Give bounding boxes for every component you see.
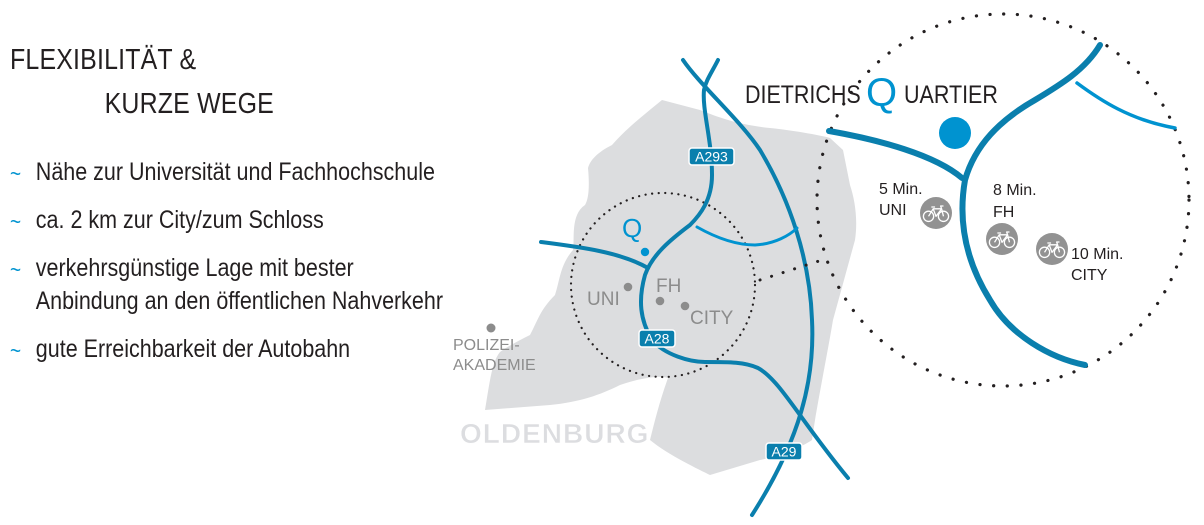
uni-dot — [623, 282, 633, 292]
title-line-1: FLEXIBILITÄT & — [10, 44, 197, 76]
shield-a293: A293 — [688, 147, 735, 166]
bicycle-icon — [986, 223, 1018, 255]
svg-text:A29: A29 — [772, 444, 797, 460]
city-dot — [680, 301, 690, 311]
local-radius-circle — [569, 191, 757, 379]
detail-radius-circle — [815, 12, 1191, 388]
police-dot — [486, 323, 496, 333]
svg-text:A28: A28 — [645, 331, 670, 347]
city-name-label: OLDENBURG — [460, 418, 649, 449]
dietrichsquartier-location-dot — [939, 117, 971, 149]
list-item-text: gute Erreichbarkeit der Autobahn — [35, 335, 351, 363]
tilde-bullet-icon: ~ — [10, 209, 22, 234]
list-item-text: verkehrsgünstige Lage mit bester — [35, 254, 354, 282]
road-a293 — [639, 58, 850, 480]
fh-dot — [655, 296, 665, 306]
city-place: CITY — [1071, 267, 1108, 284]
city-label: CITY — [690, 308, 734, 329]
uni-label: UNI — [587, 289, 620, 310]
location-pin — [640, 247, 650, 257]
city-area — [485, 100, 857, 475]
brand-prefix: DIETRICHS — [745, 80, 861, 108]
police-label-1: POLIZEI- — [453, 337, 520, 354]
title-line-2: KURZE WEGE — [104, 88, 274, 120]
tilde-bullet-icon: ~ — [10, 338, 22, 363]
list-item-text: Nähe zur Universität und Fachhochschule — [35, 158, 435, 186]
shield-a28: A28 — [638, 329, 676, 348]
list-item: ~ Nähe zur Universität und Fachhochschul… — [10, 156, 443, 189]
uni-time: 5 Min. — [879, 181, 923, 198]
road-east-branch — [695, 225, 799, 247]
zoom-connector-line — [758, 258, 824, 282]
list-item: ~ ca. 2 km zur City/zum Schloss — [10, 204, 443, 237]
road-west — [539, 240, 650, 270]
bicycle-icon — [1036, 233, 1068, 265]
brand-q: Q — [866, 71, 897, 115]
road-a29 — [681, 58, 815, 517]
roads — [539, 58, 850, 517]
shield-a29: A29 — [765, 442, 803, 461]
brand-suffix: UARTIER — [904, 80, 998, 108]
detail-roads — [826, 42, 1177, 368]
q-logo-small: Q — [622, 213, 642, 243]
city-time: 10 Min. — [1071, 246, 1123, 263]
police-label-2: AKADEMIE — [453, 357, 536, 374]
tilde-bullet-icon: ~ — [10, 161, 22, 186]
list-item: ~ verkehrsgünstige Lage mit bester Anbin… — [10, 252, 443, 318]
fh-time: 8 Min. — [993, 182, 1037, 199]
list-item: ~ gute Erreichbarkeit der Autobahn — [10, 333, 443, 366]
bicycle-icon — [920, 197, 952, 229]
svg-text:A293: A293 — [695, 149, 728, 165]
list-item-text: ca. 2 km zur City/zum Schloss — [35, 206, 324, 234]
feature-list: ~ Nähe zur Universität und Fachhochschul… — [10, 156, 443, 381]
fh-place: FH — [993, 204, 1014, 221]
list-item-text-continued: Anbindung an den öffentlichen Nahverkehr — [35, 287, 444, 315]
uni-place: UNI — [879, 202, 907, 219]
page-title: FLEXIBILITÄT & KURZE WEGE — [10, 38, 274, 126]
tilde-bullet-icon: ~ — [10, 257, 22, 282]
fh-label: FH — [656, 276, 681, 297]
